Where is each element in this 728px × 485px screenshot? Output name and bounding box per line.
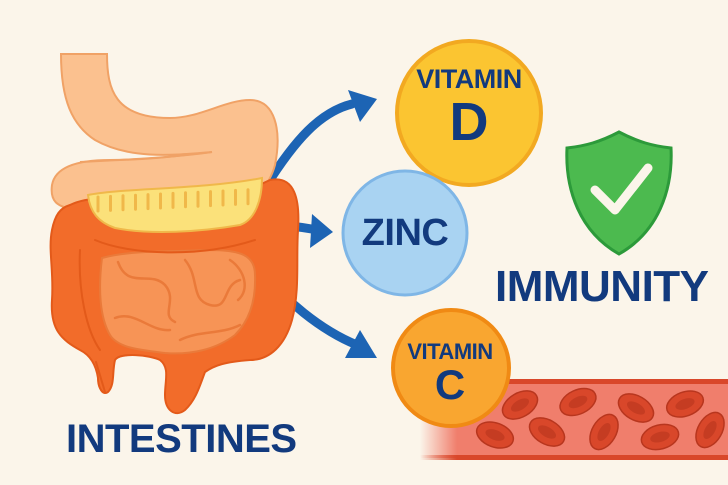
check-mark	[590, 163, 653, 215]
red-blood-cell-center	[510, 398, 530, 412]
arrowhead-vitamin-c	[345, 330, 377, 358]
vitamin-d-letter: D	[449, 92, 489, 152]
vitamin-d-label: VITAMIN D	[396, 64, 542, 152]
red-blood-cell-center	[703, 420, 717, 440]
red-blood-cell-center	[485, 429, 505, 441]
blood-cells	[475, 387, 725, 451]
red-blood-cell-center	[537, 425, 557, 439]
vitamin-c-label: VITAMIN C	[392, 341, 508, 406]
red-blood-cell-center	[597, 422, 611, 442]
red-blood-cell-center	[650, 431, 670, 443]
vessel-top-wall	[420, 379, 728, 384]
pancreas-ridges	[96, 188, 250, 213]
vessel-bottom-wall	[420, 455, 728, 460]
arrow-to-vitamin-d	[261, 99, 357, 191]
zinc-circle	[341, 169, 469, 297]
vitamin-c-circle	[391, 308, 511, 428]
intestines-label: INTESTINES	[66, 417, 297, 461]
red-blood-cell-center	[626, 401, 646, 415]
vitamin-d-line1: VITAMIN	[416, 64, 522, 94]
arrowhead-zinc	[310, 214, 333, 248]
vitamin-c-letter: C	[434, 361, 466, 408]
red-blood-cell-center	[675, 398, 695, 410]
shield	[565, 130, 673, 256]
arrowhead-vitamin-d	[348, 90, 377, 122]
red-blood-cell-center	[568, 395, 588, 409]
vitamin-c-line1: VITAMIN	[407, 339, 493, 364]
zinc-label: ZINC	[361, 212, 449, 254]
vitamin-d-circle	[395, 39, 543, 187]
pancreas	[86, 176, 264, 233]
immunity-label: IMMUNITY	[495, 262, 709, 311]
